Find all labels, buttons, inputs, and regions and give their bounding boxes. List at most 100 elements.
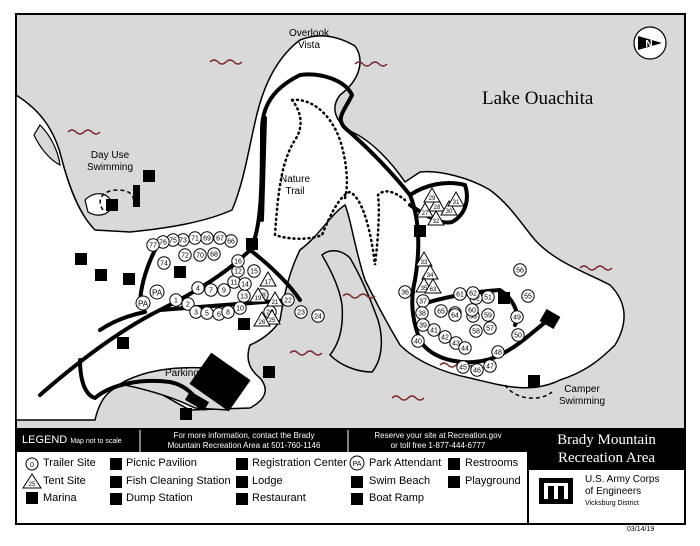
trailer-site-55[interactable]: 55 <box>521 289 535 303</box>
tent-site-number: 19 <box>255 296 262 302</box>
swim-beach-icon <box>143 170 155 182</box>
trailer-site-8[interactable]: 8 <box>221 305 235 319</box>
tent-site-33[interactable]: 33 <box>415 250 433 267</box>
trailer-site-48[interactable]: 48 <box>491 345 505 359</box>
trailer-site-36[interactable]: 36 <box>398 285 412 299</box>
trailer-site-15[interactable]: 15 <box>247 264 261 278</box>
tent-site-number: 27 <box>422 211 429 217</box>
reserve-line-1[interactable]: Reserve your site at Recreation.gov <box>374 431 502 440</box>
tent-site-number: 30 <box>446 209 453 215</box>
tent-site-number: 29 <box>429 196 436 202</box>
trailer-site-number: 76 <box>159 240 167 247</box>
trailer-site-71[interactable]: 71 <box>188 231 202 245</box>
tent-site-30[interactable]: 30 <box>440 199 458 216</box>
trailer-site-72[interactable]: 72 <box>178 248 192 262</box>
trailer-site-1[interactable]: 1 <box>169 293 183 307</box>
parking-lot[interactable] <box>189 352 251 412</box>
trailer-site-69[interactable]: 69 <box>200 231 214 245</box>
trailer-site-5[interactable]: 5 <box>200 306 214 320</box>
trailer-site-number: 59 <box>484 313 492 320</box>
trailer-site-46[interactable]: 46 <box>470 363 484 377</box>
trailer-site-70[interactable]: 70 <box>193 248 207 262</box>
tent-site-17[interactable]: 17 <box>259 270 277 287</box>
trailer-site-13[interactable]: 13 <box>237 289 251 303</box>
trailer-site-51[interactable]: 51 <box>481 290 495 304</box>
trailer-site-61[interactable]: 61 <box>453 287 467 301</box>
tent-site-21[interactable]: 21 <box>266 290 284 307</box>
tent-site-28[interactable]: 28 <box>428 195 446 212</box>
trailer-site-number: 58 <box>472 329 480 336</box>
trailer-site-23[interactable]: 23 <box>294 305 308 319</box>
trailer-site-41[interactable]: 41 <box>427 323 441 337</box>
trailer-site-64[interactable]: 64 <box>448 308 462 322</box>
fish-cleaning-icon <box>95 269 107 281</box>
tent-site-31[interactable]: 31 <box>447 190 465 207</box>
trailer-site-47[interactable]: 47 <box>483 359 497 373</box>
trailer-site-49[interactable]: 49 <box>510 310 524 324</box>
trailer-site-74[interactable]: 74 <box>157 256 171 270</box>
trailer-site-60[interactable]: 60 <box>465 303 479 317</box>
trailer-site-67[interactable]: 67 <box>213 231 227 245</box>
trailer-site-59[interactable]: 59 <box>481 308 495 322</box>
trailer-site-number: 46 <box>473 368 481 375</box>
tent-site-32[interactable]: 32 <box>427 209 445 226</box>
trailer-site-42[interactable]: 42 <box>438 330 452 344</box>
trailer-site-7[interactable]: 7 <box>204 283 218 297</box>
park-attendant-marker[interactable]: PA PA <box>135 284 165 311</box>
trailer-site-10[interactable]: 10 <box>233 301 247 315</box>
trailer-site-number: 50 <box>514 333 522 340</box>
trailer-site-57[interactable]: 57 <box>483 321 497 335</box>
trailer-site-39[interactable]: 39 <box>416 318 430 332</box>
tent-site-25[interactable]: 25 <box>263 308 281 325</box>
dayuse-swim-line <box>99 189 135 211</box>
trailer-site-62[interactable]: 62 <box>466 286 480 300</box>
tent-site-number: 21 <box>272 300 279 306</box>
trailer-site-4[interactable]: 4 <box>191 281 205 295</box>
ramp-parking[interactable] <box>184 391 210 411</box>
trailer-site-40[interactable]: 40 <box>411 334 425 348</box>
trailer-site-number: 47 <box>486 364 494 371</box>
trailer-site-77[interactable]: 77 <box>146 238 160 252</box>
trailer-site-56[interactable]: 56 <box>513 263 527 277</box>
tent-site-19[interactable]: 19 <box>249 286 267 303</box>
legend-item-restrooms: Restrooms <box>465 457 519 469</box>
trailer-site-marker <box>481 308 495 322</box>
trailer-site-marker <box>453 287 467 301</box>
trailer-site-16[interactable]: 16 <box>231 254 245 268</box>
trailer-site-76[interactable]: 76 <box>156 235 170 249</box>
trailer-site-marker <box>191 281 205 295</box>
tent-site-marker <box>421 263 439 280</box>
overlook-label-1: Overlook <box>289 28 330 39</box>
trailer-site-38[interactable]: 38 <box>415 306 429 320</box>
trailer-site-68[interactable]: 68 <box>207 247 221 261</box>
facility-icons <box>75 170 540 420</box>
restroom-icon <box>123 273 135 285</box>
tent-site-34[interactable]: 34 <box>421 263 439 280</box>
trailer-site-22[interactable]: 22 <box>281 293 295 307</box>
trailer-site-9[interactable]: 9 <box>217 283 231 297</box>
tent-site-63[interactable]: 63 <box>424 277 442 294</box>
trailer-site-58[interactable]: 58 <box>469 324 483 338</box>
trailer-site-3[interactable]: 3 <box>189 305 203 319</box>
tent-site-29[interactable]: 29 <box>423 186 441 203</box>
trailer-site-number: 36 <box>401 290 409 297</box>
shoal-west <box>33 124 61 167</box>
trailer-site-number: 64 <box>451 313 459 320</box>
trailer-site-37[interactable]: 37 <box>416 294 430 308</box>
trailer-site-44[interactable]: 44 <box>458 341 472 355</box>
trailer-site-24[interactable]: 24 <box>311 309 325 323</box>
trailer-site-marker <box>483 321 497 335</box>
trailer-site-14[interactable]: 14 <box>238 277 252 291</box>
tent-site-26[interactable]: 26 <box>253 310 271 327</box>
trailer-site-65[interactable]: 65 <box>434 304 448 318</box>
trailer-site-2[interactable]: 2 <box>181 297 195 311</box>
trailer-site-12[interactable]: 12 <box>231 264 245 278</box>
trailer-site-66[interactable]: 66 <box>224 234 238 248</box>
trailer-site-50[interactable]: 50 <box>511 328 525 342</box>
reserve-line-2[interactable]: or toll free 1-877-444-6777 <box>390 441 486 450</box>
park-attendant-legend-label: PA <box>353 461 362 468</box>
dayuse-parking[interactable] <box>133 185 140 207</box>
camp-parking[interactable] <box>539 308 561 330</box>
trailer-site-45[interactable]: 45 <box>456 360 470 374</box>
corps-castle-icon <box>539 478 573 504</box>
